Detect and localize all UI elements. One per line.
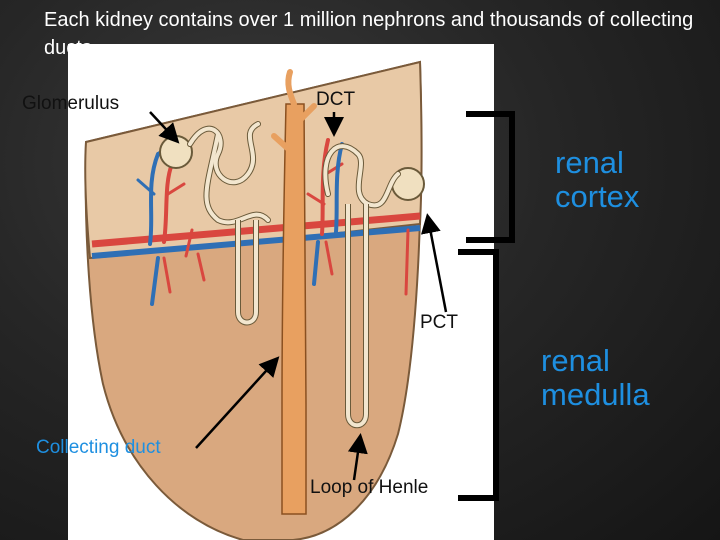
glomerulus-arrow	[149, 111, 180, 144]
collecting-duct-arrow	[195, 356, 280, 449]
collecting-duct-branch-2	[293, 103, 317, 127]
cortical-vessels	[136, 138, 344, 258]
glomerulus-label: Glomerulus	[22, 93, 120, 114]
pct-label: PCT	[420, 312, 458, 333]
cortex-bracket	[466, 111, 515, 243]
renal-medulla-line-2: medulla	[541, 377, 650, 412]
medullary-vessels	[150, 228, 410, 306]
renal-cortex-line-1: renal	[555, 145, 624, 180]
kidney-diagram	[84, 60, 425, 540]
collecting-duct	[281, 103, 307, 515]
arcuate-vein	[91, 225, 421, 259]
pct-arrow	[420, 213, 448, 313]
loop-of-henle-label: Loop of Henle	[310, 477, 429, 498]
renal-cortex-label: renal cortex	[555, 146, 639, 214]
renal-cortex-line-2: cortex	[555, 179, 640, 214]
renal-medulla-label: renal medulla	[541, 344, 650, 412]
medulla-bracket	[458, 249, 499, 501]
renal-medulla-line-1: renal	[541, 343, 610, 378]
kidney-section-figure	[68, 44, 494, 540]
collecting-duct-label: Collecting duct	[36, 437, 161, 458]
loop-of-henle-arrow	[347, 433, 368, 481]
dct-label: DCT	[316, 89, 356, 110]
collecting-duct-branch-1	[285, 69, 297, 107]
arcuate-artery	[91, 212, 421, 248]
collecting-duct-branch-3	[271, 133, 297, 157]
